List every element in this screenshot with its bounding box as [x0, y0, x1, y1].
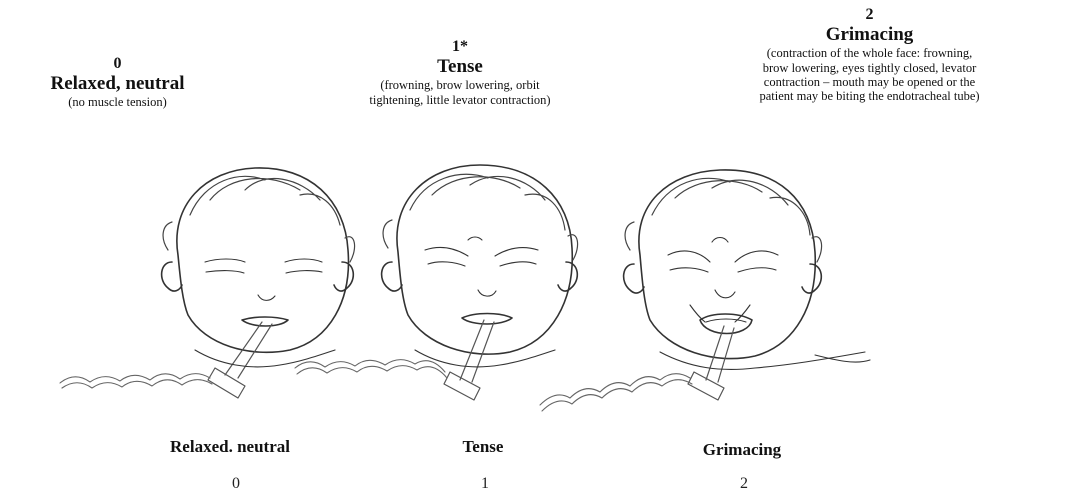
level-0-bottom-score: 0	[206, 475, 266, 493]
tense-face-drawing	[295, 165, 578, 400]
level-1-bottom-score: 1	[455, 475, 515, 493]
relaxed-face-drawing	[60, 168, 355, 398]
level-2-bottom-label: Grimacing	[632, 440, 852, 460]
level-0-bottom-label: Relaxed. neutral	[120, 437, 340, 457]
grimacing-face-drawing	[540, 170, 870, 411]
level-1-bottom-label: Tense	[373, 437, 593, 457]
level-2-bottom-score: 2	[714, 475, 774, 493]
